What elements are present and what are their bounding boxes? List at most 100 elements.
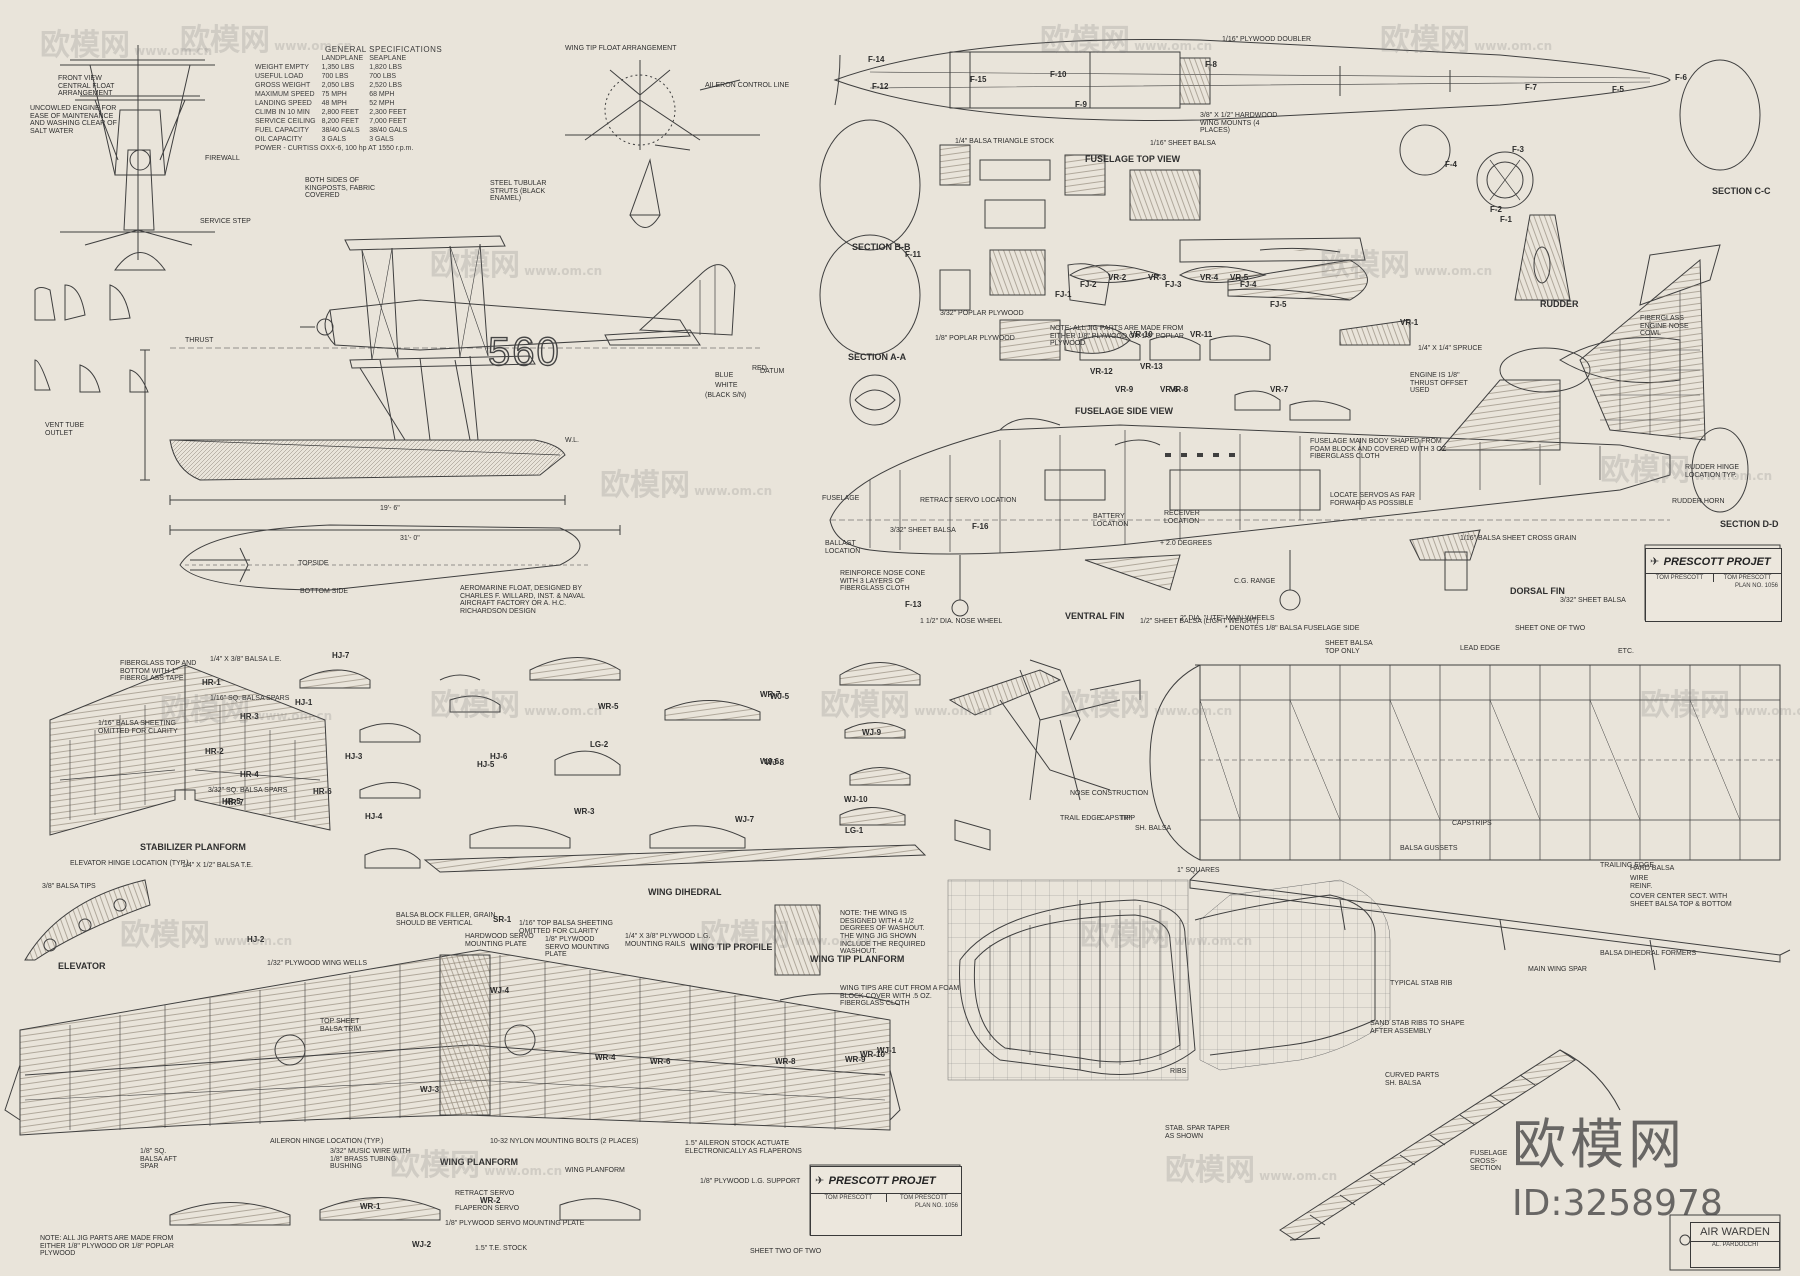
wing-note: 1/8" PLYWOOD SERVO MOUNTING PLATE [445,1220,585,1227]
part-label: WR-7 [760,690,781,699]
annotation-label: 31'- 0" [400,535,420,542]
view-title: WING TIP PROFILE [690,942,773,952]
spec-cell: 1,820 lbs [369,64,402,71]
title-block-1-brand: PRESCOTT PROJET [1663,556,1771,568]
part-label: F-2 [1490,205,1502,214]
wing-note: WING TIPS ARE CUT FROM A FOAM BLOCK COVE… [840,985,960,1008]
spec-cell: 2,300 feet [369,109,407,116]
annotation-label: UNCOWLED ENGINE FOR EASE OF MAINTENANCE … [30,105,117,136]
structure-note: STAB. SPAR TAPER AS SHOWN [1165,1125,1230,1140]
fuselage-note: SHEET ONE OF TWO [1515,625,1586,632]
wing-note: 1/4" X 3/8" PLYWOOD L.G. MOUNTING RAILS [625,933,711,948]
part-label: HJ-2 [247,935,265,944]
part-label: F-4 [1445,160,1457,169]
structure-note: COVER CENTER SECT. WITH SHEET BALSA TOP … [1630,893,1732,908]
wing-note: FLAPERON SERVO [455,1205,520,1212]
watermark-brand: 欧模网 [1040,23,1130,58]
watermark-brand: 欧模网 [1380,23,1470,58]
wing-note: 1.5" T.E. STOCK [475,1245,528,1252]
fuselage-note: 3/8" X 1/2" HARDWOOD WING MOUNTS (4 PLAC… [1200,112,1278,135]
wing-note: RETRACT SERVO [455,1190,515,1197]
front-view-drawing [60,45,215,271]
view-title: SECTION A-A [848,352,907,362]
part-label: WJ-8 [765,758,785,767]
view-title: DORSAL FIN [1510,586,1565,596]
spec-cell: 75 mph [321,91,347,98]
watermark-brand: 欧模网 [700,918,790,953]
wing-note: 3/32" SQ. BALSA SPARS [208,787,288,794]
fuselage-note: 2" DIA. "LITE" MAIN WHEELS [1180,615,1275,622]
structure-note: CAPSTRIP [1100,815,1136,822]
structure-note: CURVED PARTS SH. BALSA [1385,1072,1440,1087]
wing-note: HARDWOOD SERVO MOUNTING PLATE [465,933,534,948]
fuselage-jigs [1069,264,1351,421]
title-block-2-brand-row: ✈ PRESCOTT PROJET [811,1167,961,1193]
part-label: F-7 [1525,83,1537,92]
wing-note: 1/8" SQ. BALSA AFT SPAR [140,1148,177,1171]
watermark-brand: 欧模网 [600,468,690,503]
wing-tip-float-arrangement [565,60,760,228]
annotation-label: AILERON CONTROL LINE [705,82,790,89]
main-wing-spar-drawing [1189,869,1791,971]
wing-rib-framework [1149,664,1781,861]
structure-note: 1" SQUARES [1177,867,1220,874]
wing-note: 10-32 NYLON MOUNTING BOLTS (2 PLACES) [490,1138,639,1145]
watermark: 欧模网 www.om.cn [1320,240,1492,284]
annotation-label: AEROMARINE FLOAT, DESIGNED BY CHARLES F.… [460,585,585,616]
part-label: FJ-5 [1270,300,1287,309]
view-title: WING PLANFORM [440,1157,518,1167]
spec-cell: 38/40 gals [321,127,360,134]
spec-cell: 38/40 gals [369,127,408,134]
view-title: SECTION B-B [852,242,911,252]
tail-profiles [34,284,149,393]
watermark-brand: 欧模网 [820,688,910,723]
annotation-label: 19'- 6" [380,505,400,512]
part-label: WJ-4 [490,986,510,995]
watermark-site: www.om.cn [1150,704,1233,718]
part-label: F-13 [905,600,922,609]
part-label: VR-3 [1148,273,1167,282]
part-label: HJ-1 [295,698,313,707]
annotation-label: TOPSIDE [298,560,329,567]
watermark: 欧模网 www.om.cn [820,680,992,724]
part-label: F-5 [1612,85,1624,94]
title-block-2-drawn: TOM PRESCOTT [899,1195,948,1201]
wing-note: 1.5" AILERON STOCK ACTUATE ELECTRONICALL… [685,1140,802,1155]
fuselage-note: 1/4" BALSA TRIANGLE STOCK [955,138,1055,145]
part-label: F-10 [1050,70,1067,79]
watermark-brand: 欧模网 [1060,688,1150,723]
spec-cell: 2,520 lbs [369,82,402,89]
title-block-2-designer: TOM PRESCOTT [811,1194,887,1202]
structure-note: MAIN WING SPAR [1528,966,1587,973]
wing-note: 1/16" BALSA SHEETING OMITTED FOR CLARITY [98,720,178,735]
fuselage-note: * DENOTES 1/8" BALSA FUSELAGE SIDE [1225,625,1360,632]
wing-note: 1/8" PLYWOOD SERVO MOUNTING PLATE [545,936,610,959]
annotation-label: VENT TUBE OUTLET [45,422,85,437]
title-block-3: AIR WARDEN AL. PARDOCCHI [1690,1222,1780,1268]
spec-cell: LANDING SPEED [255,100,312,107]
structure-note: WIRE REINF. [1630,875,1653,890]
fuselage-top-view [833,39,1671,121]
annotation-label: BOTTOM SIDE [300,588,349,595]
spec-cell: LANDPLANE [321,55,364,62]
spec-cell: 1,350 lbs [321,64,355,71]
spec-cell: 2,800 feet [321,109,359,116]
wing-ribs-and-jigs [169,657,921,1226]
wing-note: 3/32" MUSIC WIRE WITH 1/8" BRASS TUBING … [330,1148,411,1171]
watermark: 欧模网 www.om.cn [1380,15,1552,59]
part-label: F-16 [972,522,989,531]
spec-cell: 3 gals [321,136,347,143]
annotation-label: FRONT VIEW CENTRAL FLOAT ARRANGEMENT [58,75,115,98]
watermark-brand: 欧模网 [1080,918,1170,953]
logo-icon: ✈ [815,1175,825,1187]
part-label: VR-5 [1230,273,1249,282]
structure-note: SH. BALSA [1135,825,1172,832]
fuselage-note: 1 1/2" DIA. NOSE WHEEL [920,618,1003,625]
structure-note: TRAIL EDGE [1060,815,1102,822]
part-label: HJ-7 [332,651,350,660]
